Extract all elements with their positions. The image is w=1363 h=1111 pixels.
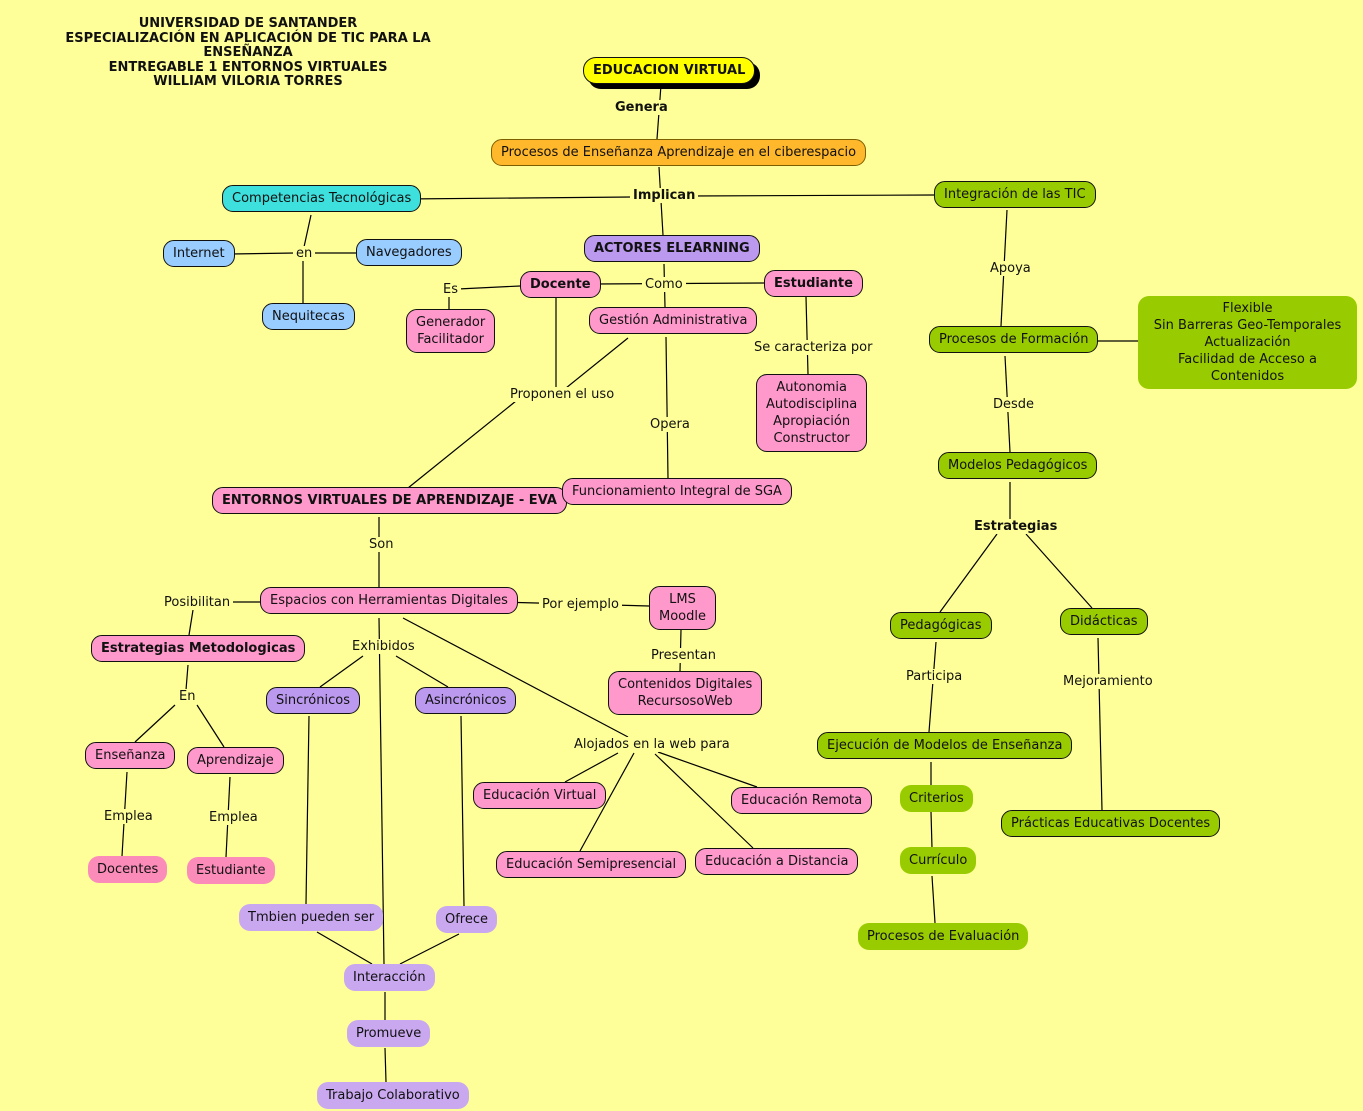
concept-educacion-virtual[interactable]: EDUCACION VIRTUAL	[583, 57, 756, 84]
link-label-es: Es	[440, 282, 461, 297]
concept-navegadores[interactable]: Navegadores	[356, 239, 462, 266]
link-label-como: Como	[642, 277, 686, 292]
concept-educacion-semipresencial[interactable]: Educación Semipresencial	[496, 851, 687, 878]
concept-integracion-tic[interactable]: Integración de las TIC	[934, 181, 1096, 208]
link-label-presentan: Presentan	[648, 648, 719, 663]
link-label-posibilitan: Posibilitan	[161, 595, 234, 610]
concept-procesos-ciberespacio[interactable]: Procesos de Enseñanza Aprendizaje en el …	[491, 139, 867, 166]
concept-contenidos-digitales[interactable]: Contenidos Digitales RecursosoWeb	[608, 671, 763, 715]
link-label-en: en	[293, 246, 316, 261]
link-label-emplea-2: Emplea	[206, 810, 261, 825]
concept-sincronicos[interactable]: Sincrónicos	[266, 687, 360, 714]
concept-internet[interactable]: Internet	[163, 240, 235, 267]
link-label-estrategias: Estrategias	[971, 519, 1061, 534]
concept-aprendizaje[interactable]: Aprendizaje	[187, 747, 284, 774]
concept-lms-moodle[interactable]: LMS Moodle	[649, 586, 716, 630]
link-label-genera: Genera	[612, 100, 671, 115]
link-label-por-ejemplo: Por ejemplo	[539, 597, 622, 612]
concept-interaccion[interactable]: Interacción	[344, 964, 435, 991]
concept-competencias-tecnologicas[interactable]: Competencias Tecnológicas	[222, 185, 422, 212]
concept-autonomia[interactable]: Autonomia Autodisciplina Apropiación Con…	[756, 374, 868, 452]
concept-estudiante-emplea[interactable]: Estudiante	[187, 857, 275, 884]
concept-funcionamiento-sga[interactable]: Funcionamiento Integral de SGA	[562, 478, 792, 505]
concept-estrategias-metodologicas[interactable]: Estrategias Metodologicas	[91, 635, 306, 662]
concept-criterios[interactable]: Criterios	[900, 785, 973, 812]
concept-educacion-virtual-tipo[interactable]: Educación Virtual	[473, 782, 607, 809]
concept-beneficios[interactable]: Flexible Sin Barreras Geo-Temporales Act…	[1138, 296, 1357, 389]
concept-tmbien-pueden-ser[interactable]: Tmbien pueden ser	[239, 904, 384, 931]
concept-eva[interactable]: ENTORNOS VIRTUALES DE APRENDIZAJE - EVA	[212, 487, 567, 514]
concept-asincronicos[interactable]: Asincrónicos	[415, 687, 517, 714]
concept-curriculo[interactable]: Currículo	[900, 847, 977, 874]
concept-promueve[interactable]: Promueve	[347, 1020, 431, 1047]
page-title: UNIVERSIDAD DE SANTANDER ESPECIALIZACIÓN…	[65, 16, 431, 90]
link-label-opera: Opera	[647, 417, 693, 432]
concept-estudiante[interactable]: Estudiante	[764, 270, 863, 297]
concept-procesos-evaluacion[interactable]: Procesos de Evaluación	[858, 923, 1029, 950]
concept-espacios-digitales[interactable]: Espacios con Herramientas Digitales	[260, 587, 518, 614]
link-label-participa: Participa	[903, 669, 966, 684]
link-label-desde: Desde	[990, 397, 1038, 412]
link-label-en-2: En	[176, 689, 199, 704]
link-label-proponen: Proponen el uso	[507, 387, 618, 402]
link-label-emplea-1: Emplea	[101, 809, 156, 824]
concept-docente[interactable]: Docente	[520, 271, 601, 298]
concept-ejecucion-modelos[interactable]: Ejecución de Modelos de Enseñanza	[817, 732, 1073, 759]
concept-educacion-remota[interactable]: Educación Remota	[731, 787, 873, 814]
link-label-se-caracteriza: Se caracteriza por	[751, 340, 876, 355]
concept-actores-elearning[interactable]: ACTORES ELEARNING	[584, 235, 760, 262]
concept-gestion-administrativa[interactable]: Gestión Administrativa	[589, 307, 758, 334]
concept-trabajo-colaborativo[interactable]: Trabajo Colaborativo	[317, 1082, 469, 1109]
concept-modelos-pedagogicos[interactable]: Modelos Pedagógicos	[938, 452, 1098, 479]
link-label-exhibidos: Exhibidos	[349, 639, 418, 654]
concept-generador-facilitador[interactable]: Generador Facilitador	[406, 309, 496, 353]
concept-educacion-distancia[interactable]: Educación a Distancia	[695, 848, 859, 875]
concept-docentes[interactable]: Docentes	[88, 856, 168, 883]
concept-pedagogicas[interactable]: Pedagógicas	[890, 612, 992, 639]
concept-ofrece[interactable]: Ofrece	[436, 906, 498, 933]
link-label-implican: Implican	[630, 188, 699, 203]
concept-nequitecas[interactable]: Nequitecas	[262, 303, 355, 330]
link-label-apoya: Apoya	[987, 261, 1034, 276]
link-label-son: Son	[366, 537, 397, 552]
link-label-alojados: Alojados en la web para	[571, 737, 733, 752]
concept-didacticas[interactable]: Didácticas	[1060, 608, 1148, 635]
concept-procesos-formacion[interactable]: Procesos de Formación	[929, 326, 1099, 353]
concept-practicas-docentes[interactable]: Prácticas Educativas Docentes	[1001, 810, 1221, 837]
link-label-mejoramiento: Mejoramiento	[1060, 674, 1156, 689]
concept-ensenanza[interactable]: Enseñanza	[85, 742, 176, 769]
